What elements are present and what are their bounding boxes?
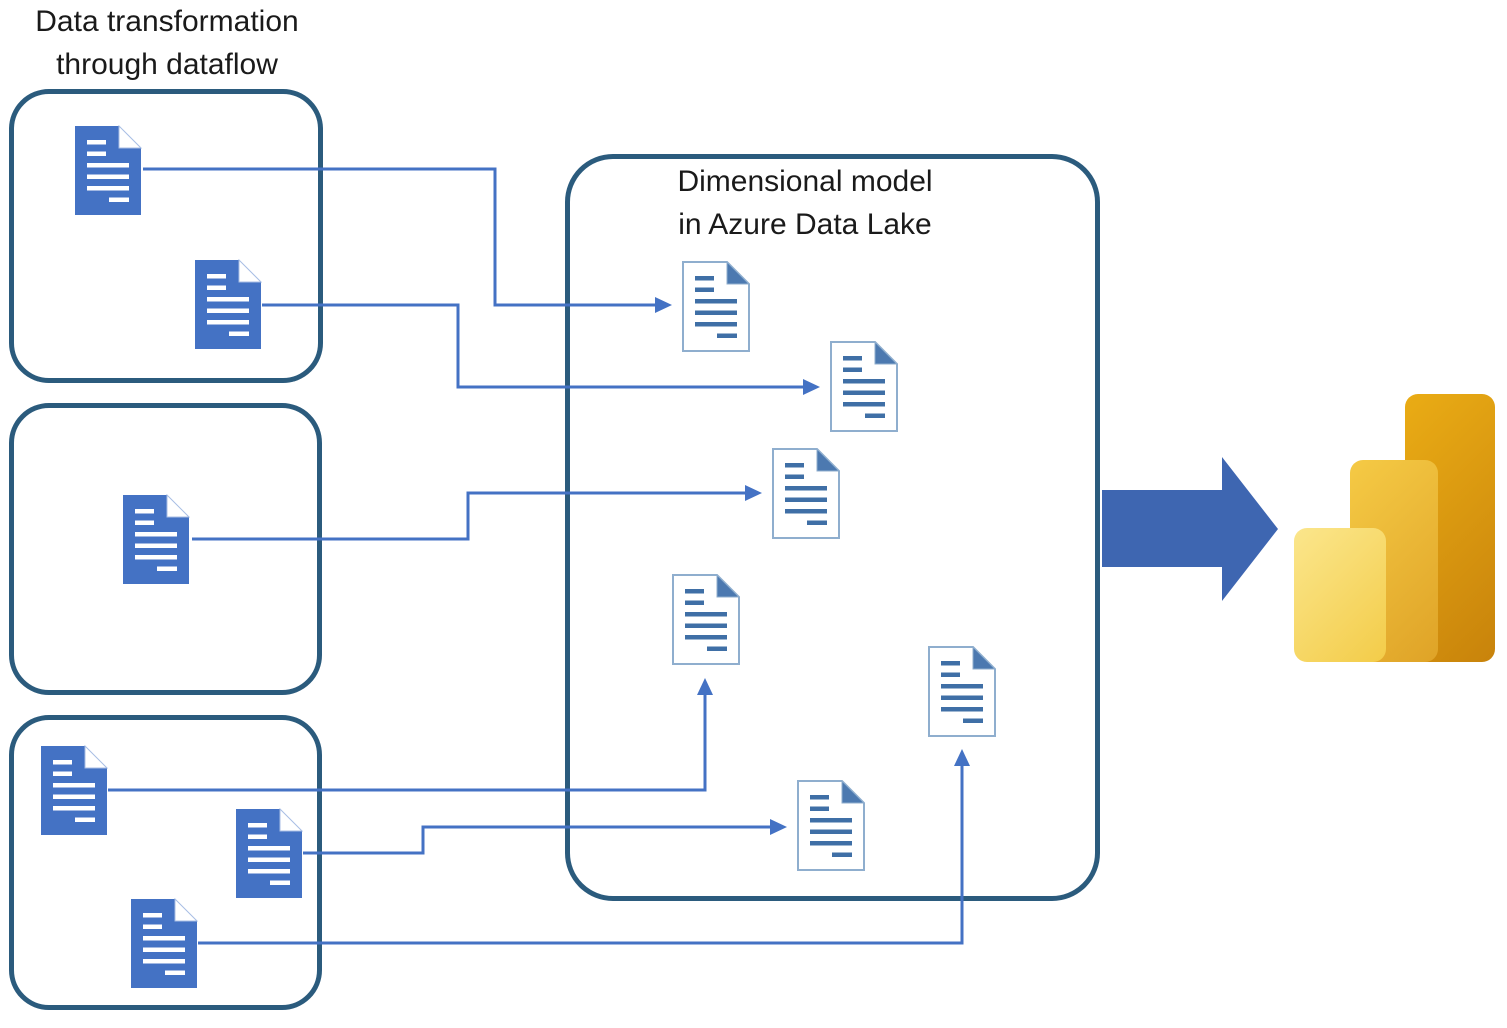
- source-document-icon-2: [194, 259, 262, 350]
- model-document-icon-2: [830, 341, 898, 432]
- source-box-1: [9, 89, 323, 383]
- model-document-icon-6: [797, 780, 865, 871]
- source-document-icon-6: [130, 898, 198, 989]
- model-document-icon-5: [928, 646, 996, 737]
- source-title-line1: Data transformation: [35, 5, 299, 38]
- source-title-line2: through dataflow: [56, 48, 278, 81]
- source-box-2: [9, 403, 322, 695]
- source-document-icon-4: [40, 745, 108, 836]
- source-document-icon-1: [74, 125, 142, 216]
- model-document-icon-3: [772, 448, 840, 539]
- source-document-icon-3: [122, 494, 190, 585]
- model-title-line1: Dimensional model: [677, 165, 933, 198]
- block-arrow-icon: [1102, 457, 1278, 601]
- power-bi-bar-short: [1294, 528, 1386, 662]
- source-document-icon-5: [235, 808, 303, 899]
- model-document-icon-4: [672, 574, 740, 665]
- model-section-title: Dimensional model in Azure Data Lake: [565, 160, 1045, 246]
- model-title-line2: in Azure Data Lake: [678, 208, 932, 241]
- model-document-icon-1: [682, 261, 750, 352]
- source-section-title: Data transformation through dataflow: [0, 0, 334, 86]
